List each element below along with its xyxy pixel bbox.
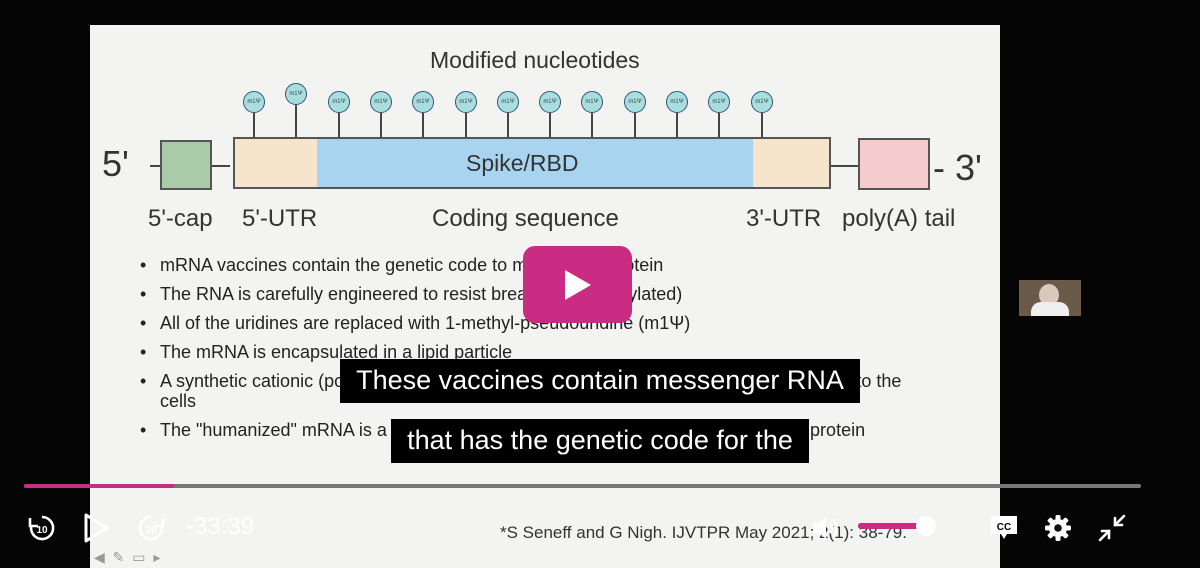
modified-nucleotide-marker: m1Ψ	[370, 91, 392, 113]
modified-nucleotide-marker: m1Ψ	[708, 91, 730, 113]
nucleotide-stem	[338, 113, 340, 137]
forward-seconds-text: 10	[145, 525, 157, 536]
control-bar: 10 10 -33:39	[0, 500, 1200, 560]
modified-nucleotide-marker: m1Ψ	[624, 91, 646, 113]
nucleotide-stem	[591, 113, 593, 137]
nucleotide-stem	[507, 113, 509, 137]
volume-button[interactable]	[808, 510, 844, 546]
rna-backbone-right	[830, 165, 860, 167]
play-button[interactable]	[78, 510, 114, 546]
utr5-label: 5'-UTR	[242, 205, 318, 232]
rewind-seconds-text: 10	[36, 525, 48, 536]
progress-bar-played	[24, 484, 174, 488]
spike-rbd-label: Spike/RBD	[466, 150, 579, 176]
forward-10-icon: 10	[138, 515, 165, 541]
play-icon	[565, 270, 591, 300]
slide-reference: *S Seneff and G Nigh. IJVTPR May 2021; 2…	[500, 523, 907, 542]
coding-sequence-block	[317, 137, 753, 189]
modified-nucleotide-marker: m1Ψ	[412, 91, 434, 113]
nucleotide-stem	[549, 113, 551, 137]
rewind-10-button[interactable]: 10	[24, 510, 60, 546]
big-play-button[interactable]	[523, 246, 632, 323]
modified-nucleotide-marker: m1Ψ	[539, 91, 561, 113]
volume-icon	[813, 517, 838, 539]
presenter-thumbnail	[1019, 280, 1081, 316]
nucleotide-stem	[295, 105, 297, 137]
slide-toolbar-icons: ◀ ✎ ▭ ▸	[94, 549, 163, 565]
modified-nucleotide-marker: m1Ψ	[751, 91, 773, 113]
poly-a-label: poly(A) tail	[842, 205, 956, 232]
gear-icon	[1045, 515, 1071, 541]
five-prime-cap-block	[160, 140, 212, 190]
exit-fullscreen-button[interactable]	[1094, 510, 1130, 546]
progress-bar[interactable]	[24, 484, 1141, 488]
modified-nucleotide-marker: m1Ψ	[666, 91, 688, 113]
modified-nucleotide-marker: m1Ψ	[455, 91, 477, 113]
cap-label: 5'-cap	[148, 205, 213, 232]
captions-button[interactable]: CC	[986, 510, 1022, 546]
modified-nucleotide-marker: m1Ψ	[243, 91, 265, 113]
forward-10-button[interactable]: 10	[133, 510, 169, 546]
nucleotide-stem	[676, 113, 678, 137]
caption-text-1: These vaccines contain messenger RNA	[340, 359, 860, 403]
nucleotide-stem	[465, 113, 467, 137]
modified-nucleotide-marker: m1Ψ	[328, 91, 350, 113]
bullet-item: The mRNA is encapsulated in a lipid part…	[140, 342, 940, 362]
presenter-face	[1039, 284, 1059, 306]
volume-slider[interactable]	[858, 516, 936, 536]
exit-fullscreen-icon	[1098, 514, 1126, 542]
volume-knob[interactable]	[915, 516, 936, 536]
settings-button[interactable]	[1040, 510, 1076, 546]
captions-label: CC	[997, 522, 1011, 533]
caption-line-2: that has the genetic code for the	[0, 419, 1200, 463]
caption-text-2: that has the genetic code for the	[391, 419, 809, 463]
modified-nucleotide-marker: m1Ψ	[497, 91, 519, 113]
video-frame-slide: Modified nucleotides m1Ψ m1Ψ m1Ψ m1Ψ m1Ψ m1Ψ m…	[90, 25, 1000, 568]
coding-sequence-label: Coding sequence	[432, 205, 619, 232]
three-prime-utr-block	[753, 137, 831, 189]
nucleotide-stem	[761, 113, 763, 137]
time-remaining: -33:39	[186, 513, 255, 540]
three-prime-end-label: - 3'	[933, 147, 982, 188]
modified-nucleotide-marker: m1Ψ	[581, 91, 603, 113]
nucleotide-stem	[718, 113, 720, 137]
captions-icon: CC	[991, 516, 1017, 539]
nucleotide-stem	[380, 113, 382, 137]
nucleotide-stem	[253, 113, 255, 137]
nucleotide-stem	[422, 113, 424, 137]
nucleotide-stem	[634, 113, 636, 137]
rewind-10-icon: 10	[28, 515, 55, 541]
slide-title: Modified nucleotides	[430, 47, 640, 73]
presenter-body	[1031, 302, 1069, 316]
volume-level	[858, 523, 926, 529]
five-prime-utr-block	[233, 137, 317, 189]
modified-nucleotide-marker: m1Ψ	[285, 83, 307, 105]
utr3-label: 3'-UTR	[746, 205, 822, 232]
caption-line-1: These vaccines contain messenger RNA	[0, 359, 1200, 403]
poly-a-tail-block	[858, 138, 930, 190]
five-prime-end-label: 5'	[102, 143, 129, 184]
play-icon	[84, 513, 109, 543]
